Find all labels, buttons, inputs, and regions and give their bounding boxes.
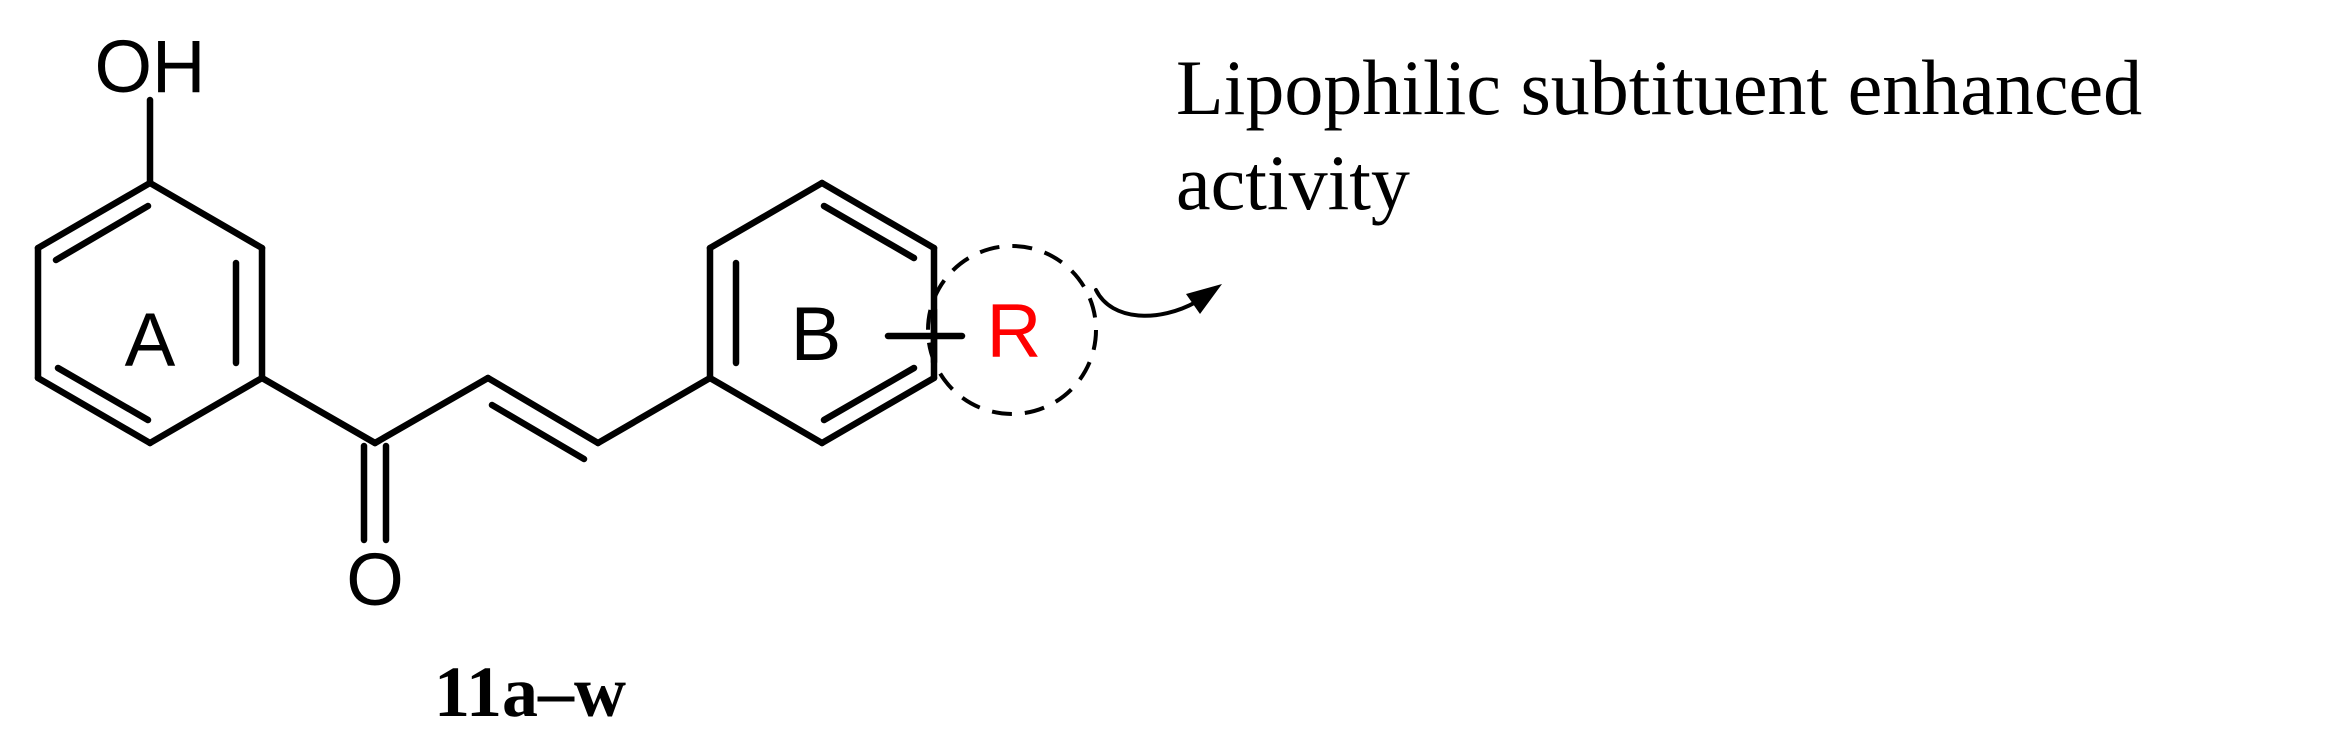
curved-arrow bbox=[1094, 288, 1198, 318]
bond bbox=[34, 374, 154, 447]
substituent-r-label: R bbox=[987, 289, 1042, 374]
double-bond-inner bbox=[54, 364, 152, 424]
annotation-line-2: activity bbox=[1176, 139, 1410, 226]
bond bbox=[371, 374, 492, 447]
bond bbox=[146, 374, 266, 447]
annotation-text: Lipophilic subtituent enhanced activity bbox=[1176, 40, 2326, 230]
alkene-bond bbox=[484, 374, 602, 447]
compound-label: 11a–w bbox=[434, 652, 626, 732]
hydroxyl-label: OH bbox=[95, 25, 206, 108]
bond bbox=[258, 374, 379, 447]
ring-b-label: B bbox=[791, 292, 842, 377]
bond bbox=[594, 374, 714, 447]
carbonyl-oxygen-label: O bbox=[346, 538, 404, 621]
arrowhead-icon bbox=[1186, 284, 1222, 314]
bond bbox=[818, 179, 938, 252]
double-bond-inner bbox=[488, 401, 588, 463]
bond bbox=[706, 179, 826, 252]
ring-a-label: A bbox=[125, 298, 176, 383]
ring-a bbox=[34, 179, 266, 447]
double-bond-inner bbox=[52, 202, 152, 264]
bond bbox=[818, 374, 938, 447]
annotation-line-1: Lipophilic subtituent enhanced bbox=[1176, 44, 2143, 131]
double-bond-inner bbox=[820, 364, 918, 424]
bond bbox=[34, 179, 154, 252]
bond bbox=[146, 179, 266, 252]
bond bbox=[706, 374, 826, 447]
highlight-dashed-circle bbox=[926, 244, 1098, 416]
double-bond-inner bbox=[820, 202, 918, 262]
